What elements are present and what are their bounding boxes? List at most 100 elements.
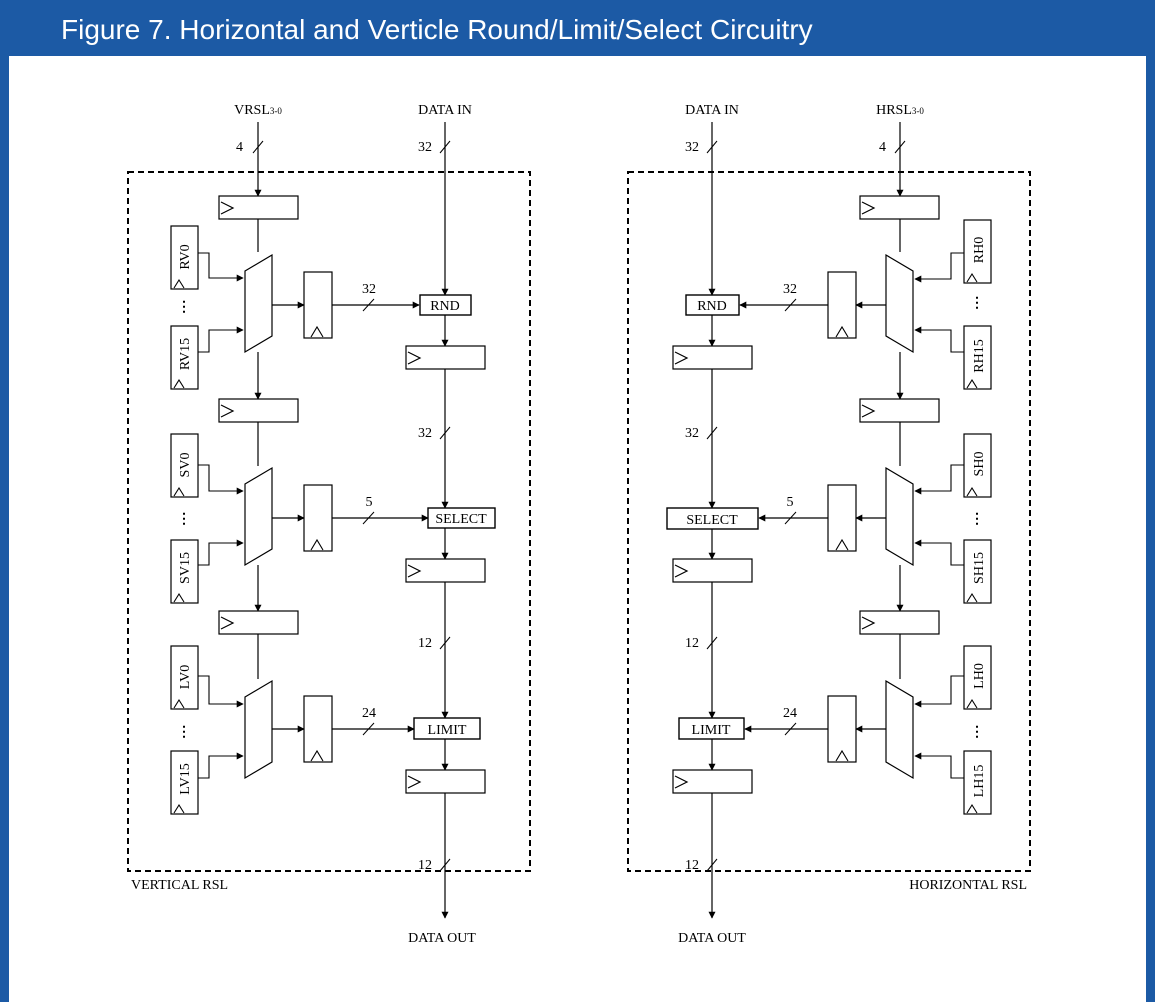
vertical-stage3-bus-width: 24 xyxy=(362,706,376,721)
horizontal-stage3-reg-first-wire xyxy=(914,675,964,708)
vertical-data-in-width: 32 xyxy=(418,140,432,155)
clock-icon xyxy=(220,201,235,215)
clock-icon xyxy=(835,325,849,338)
horizontal-stage1-reg-first-wire xyxy=(914,252,964,283)
horizontal-stage3-mux xyxy=(885,679,914,780)
horizontal-stage-limit: LH0 ⋮ LH15 24 LIMIT xyxy=(672,610,992,815)
vertical-stage1-reg-first-label: RV0 xyxy=(178,244,193,269)
horizontal-data-in-slash xyxy=(706,140,718,154)
horizontal-stage-select: SH0 ⋮ SH15 5 SELECT 12 xyxy=(666,398,992,719)
horizontal-stage1-mux xyxy=(885,253,914,354)
horizontal-stage2-reg-last xyxy=(963,539,992,604)
horizontal-stage3-bus-slash xyxy=(784,722,797,736)
horizontal-rsl-boundary xyxy=(627,171,1031,872)
vertical-stage3-reg-first-label: LV0 xyxy=(178,665,193,689)
vertical-stage2-reg-first-wire xyxy=(198,464,244,495)
clock-icon xyxy=(407,564,422,578)
clock-icon xyxy=(310,538,324,551)
clock-icon xyxy=(173,803,185,814)
vertical-stage-select: SV0 ⋮ SV15 5 SELECT 12 xyxy=(170,398,496,719)
horizontal-stage2-ellipsis: ⋮ xyxy=(970,512,984,527)
horizontal-data-out-label: DATA OUT xyxy=(678,931,746,946)
horizontal-rnd-out-slash xyxy=(706,426,718,440)
vertical-stage1-reg-last xyxy=(170,325,199,390)
vertical-data-in-label: DATA IN xyxy=(418,103,472,118)
clock-icon xyxy=(966,592,978,603)
clock-icon xyxy=(220,404,235,418)
horizontal-limit-label: LIMIT xyxy=(692,723,731,738)
vertical-stage2-ellipsis: ⋮ xyxy=(177,512,191,527)
horizontal-stage2-bus-width: 5 xyxy=(787,495,794,510)
vertical-stage1-reg-last-wire xyxy=(198,326,244,353)
hrsl-width-slash xyxy=(894,140,906,154)
vrsl-label-main: VRSL xyxy=(234,103,270,118)
vrsl-input-label: VRSL3-0 xyxy=(234,103,282,118)
clock-icon xyxy=(407,351,422,365)
clock-icon xyxy=(173,378,185,389)
vertical-stage3-reg-last-wire xyxy=(198,752,244,779)
vertical-stage1-bus-slash xyxy=(362,298,375,312)
horizontal-rsl-section: HORIZONTAL RSL DATA IN 32 HRSL3-0 4 RH0 … xyxy=(627,103,1031,946)
horizontal-stage1-reg-first xyxy=(963,219,992,284)
vrsl-width-slash xyxy=(252,140,264,154)
horizontal-stage1-reg-last xyxy=(963,325,992,390)
clock-icon xyxy=(861,616,876,630)
vertical-rsl-caption: VERTICAL RSL xyxy=(131,878,228,893)
vertical-stage-limit: LV0 ⋮ LV15 24 LIMIT xyxy=(170,610,486,815)
vertical-stage1-reg-first-wire xyxy=(198,252,244,282)
clock-icon xyxy=(966,486,978,497)
vertical-stage2-reg-last-wire xyxy=(198,539,244,566)
horizontal-stage3-reg-first xyxy=(963,645,992,710)
horizontal-data-out-slash xyxy=(706,858,718,872)
clock-icon xyxy=(674,351,689,365)
clock-icon xyxy=(966,272,978,283)
vertical-rsl-section: VERTICAL RSL VRSL3-0 4 DATA IN 32 RV0 ⋮ … xyxy=(127,103,531,946)
vertical-stage-rnd: RV0 ⋮ RV15 32 RND 32 xyxy=(170,195,486,509)
vertical-data-out-slash xyxy=(439,858,451,872)
figure-title: Figure 7. Horizontal and Verticle Round/… xyxy=(61,14,813,45)
horizontal-stage2-pipe-register xyxy=(827,484,857,552)
horizontal-stage3-ellipsis: ⋮ xyxy=(970,725,984,740)
clock-icon xyxy=(861,201,876,215)
vertical-stage2-bus-slash xyxy=(362,511,375,525)
horizontal-stage1-ellipsis: ⋮ xyxy=(970,296,984,311)
horizontal-stage3-bus-width: 24 xyxy=(783,706,797,721)
vertical-stage3-pipe-register xyxy=(303,695,333,763)
vertical-stage1-reg-first xyxy=(170,225,199,290)
horizontal-stage1-bus-slash xyxy=(784,298,797,312)
clock-icon xyxy=(220,616,235,630)
clock-icon xyxy=(173,698,185,709)
clock-icon xyxy=(835,749,849,762)
vertical-stage2-reg-last-label: SV15 xyxy=(178,552,193,584)
horizontal-data-in-label: DATA IN xyxy=(685,103,739,118)
horizontal-stage3-reg-last xyxy=(963,750,992,815)
clock-icon xyxy=(861,404,876,418)
horizontal-stage2-bus-slash xyxy=(784,511,797,525)
horizontal-stage1-reg-last-label: RH15 xyxy=(972,339,987,372)
vrsl-width-label: 4 xyxy=(236,140,243,155)
clock-icon xyxy=(966,803,978,814)
vertical-stage2-reg-last xyxy=(170,539,199,604)
vertical-data-in-slash xyxy=(439,140,451,154)
clock-icon xyxy=(173,592,185,603)
horizontal-stage3-reg-last-wire xyxy=(914,752,964,779)
vertical-stage3-reg-last xyxy=(170,750,199,815)
vertical-rnd-out-slash xyxy=(439,426,451,440)
horizontal-stage-rnd: RH0 ⋮ RH15 32 RND 32 xyxy=(672,195,992,509)
vertical-limit-label: LIMIT xyxy=(428,723,467,738)
vrsl-label-sub: 3-0 xyxy=(270,106,282,116)
vertical-stage1-pipe-register xyxy=(303,271,333,339)
vertical-stage2-bus-width: 5 xyxy=(366,495,373,510)
horizontal-select-out-slash xyxy=(706,636,718,650)
horizontal-data-in-width: 32 xyxy=(685,140,699,155)
vertical-stage3-reg-last-label: LV15 xyxy=(178,763,193,794)
vertical-stage1-bus-width: 32 xyxy=(362,282,376,297)
clock-icon xyxy=(674,775,689,789)
hrsl-label-main: HRSL xyxy=(876,103,912,118)
vertical-data-out-width: 12 xyxy=(418,858,432,873)
clock-icon xyxy=(173,278,185,289)
hrsl-input-label: HRSL3-0 xyxy=(876,103,924,118)
vertical-rsl-boundary xyxy=(127,171,531,872)
clock-icon xyxy=(966,698,978,709)
